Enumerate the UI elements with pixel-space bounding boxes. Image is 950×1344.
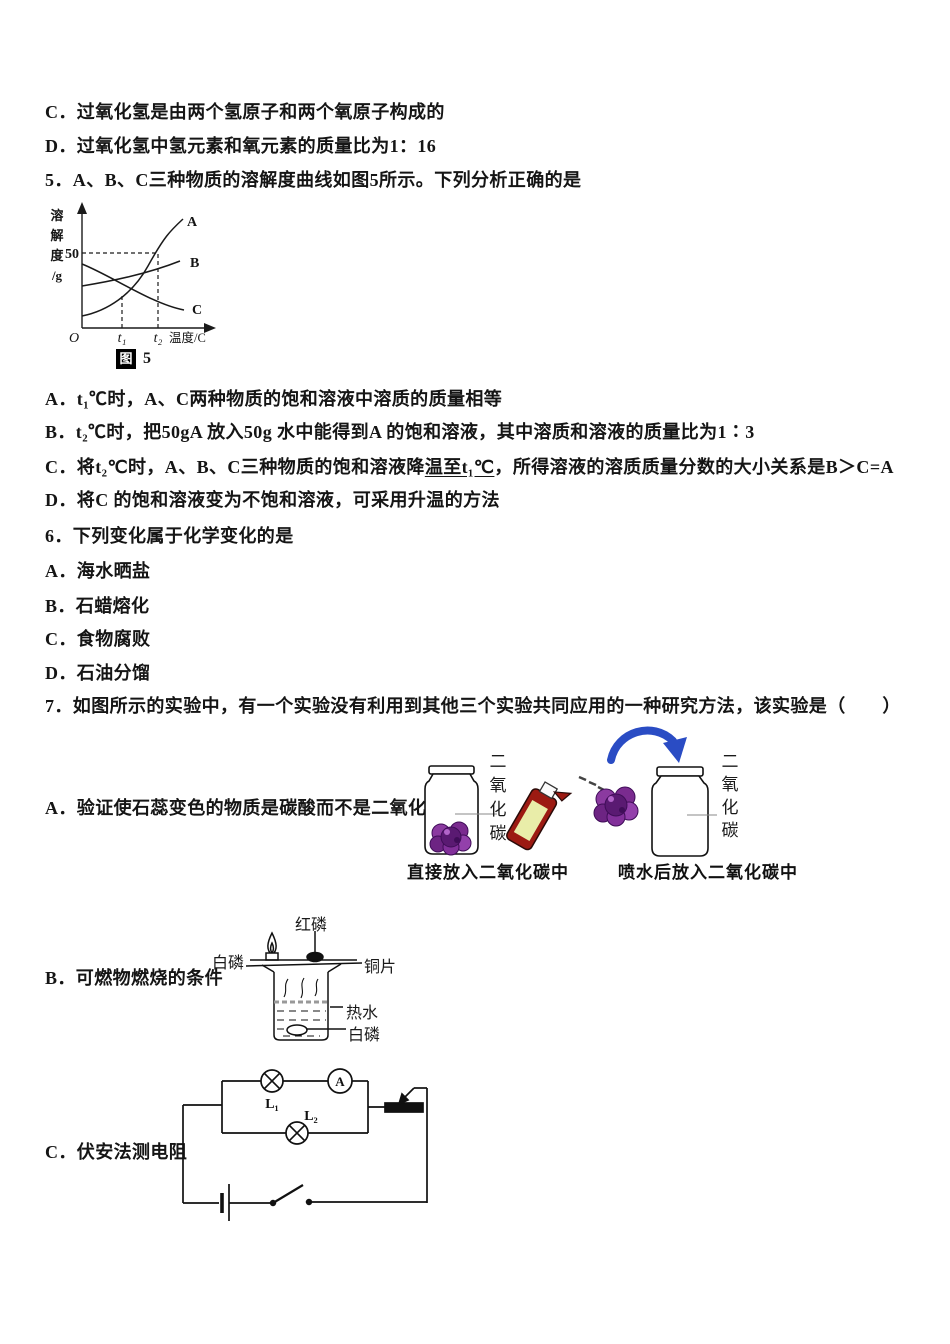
y-axis-label: 溶 解 度 /g xyxy=(50,208,64,283)
q6-stem: 6．下列变化属于化学变化的是 xyxy=(45,526,294,546)
q7-stem: 7．如图所示的实验中，有一个实验没有利用到其他三个实验共同应用的一种研究方法，该… xyxy=(45,696,901,716)
right-bottle-caption: 喷水后放入二氧化碳中 xyxy=(618,863,798,882)
origin-label: O xyxy=(69,331,79,346)
curve-b-label: B xyxy=(190,256,199,271)
flower-in-bottle xyxy=(429,821,472,856)
curve-c-label: C xyxy=(192,303,202,318)
curve-b xyxy=(81,260,181,287)
q6-option-d: D．石油分馏 xyxy=(45,663,151,683)
white-phosphorus-bottom-label: 白磷 xyxy=(348,1027,381,1044)
curve-a xyxy=(81,218,184,317)
rheostat-body xyxy=(384,1102,424,1113)
steam-squiggles xyxy=(283,977,319,999)
left-bottle-caption: 直接放入二氧化碳中 xyxy=(407,863,569,882)
right-bottle-label: 二氧化碳 xyxy=(721,752,739,840)
litmus-experiment-figure xyxy=(424,726,717,857)
rheostat-slider-arrow xyxy=(397,1092,410,1106)
q7-option-b-text: B．可燃物燃烧的条件 xyxy=(45,968,224,988)
q5-option-c-post: ，所得溶液的溶质质量分数的大小关系是B＞C=A xyxy=(494,457,894,477)
q6-option-a: A．海水晒盐 xyxy=(45,561,151,581)
flame-inner xyxy=(269,941,275,955)
q6-option-c: C．食物腐败 xyxy=(45,629,151,649)
white-phosphorus-top-lump xyxy=(265,952,279,961)
x-axis-arrow xyxy=(204,323,216,333)
q5-option-a: A．t₁℃时，A、C两种物质的饱和溶液中溶质的质量相等 xyxy=(45,389,503,409)
q5-option-c-underlined: 温至t₁℃ xyxy=(424,457,495,477)
q7-option-c-text: C．伏安法测电阻 xyxy=(45,1142,188,1162)
spray-mist xyxy=(578,775,605,792)
q5-option-d: D．将C 的饱和溶液变为不饱和溶液，可采用升温的方法 xyxy=(45,490,500,510)
y-axis-arrow xyxy=(77,202,87,214)
right-gas-bottle xyxy=(651,766,709,857)
x-axis-label: 温度/C xyxy=(169,330,206,345)
dashed-guides xyxy=(82,252,159,328)
beaker xyxy=(273,972,329,1041)
q4-option-d: D．过氧化氢中氢元素和氧元素的质量比为1：16 xyxy=(45,136,437,156)
q7-option-a-text: A．验证使石蕊变色的物质是碳酸而不是二氧化碳 xyxy=(45,798,445,818)
q6-option-b: B．石蜡熔化 xyxy=(45,596,150,616)
ammeter-label: A xyxy=(335,1074,345,1089)
lamp-l2-icon xyxy=(285,1121,309,1145)
copper-sheet-bottom xyxy=(245,962,363,967)
spray-bottle xyxy=(506,781,573,851)
switch-blade xyxy=(272,1184,304,1204)
q4-option-c: C．过氧化氢是由两个氢原子和两个氧原子构成的 xyxy=(45,102,445,122)
solubility-chart: A B C 50 O t₁ t₂ 温度/C xyxy=(65,202,216,346)
q5-option-c-pre: C．将t₂℃时，A、B、C三种物质的饱和溶液降 xyxy=(45,457,425,477)
chart-axes xyxy=(81,210,208,329)
curve-a-label: A xyxy=(187,215,198,230)
figure5-caption-box: 图 xyxy=(116,349,136,369)
lamp-l1-icon xyxy=(260,1069,284,1093)
funnel-right xyxy=(327,963,342,973)
q5-option-c: C．将t₂℃时，A、B、C三种物质的饱和溶液降温至t₁℃，所得溶液的溶质质量分数… xyxy=(45,456,894,478)
lamp-l2-label: L₂ xyxy=(304,1109,318,1124)
left-bottle-label: 二氧化碳 xyxy=(489,752,507,843)
blue-arrow xyxy=(607,726,687,764)
figure5-caption-number: 5 xyxy=(143,350,151,367)
sprayed-flower xyxy=(593,786,639,827)
funnel-left xyxy=(261,964,275,973)
hot-water-label: 热水 xyxy=(346,1005,379,1022)
x-tick-t2: t₂ xyxy=(154,331,163,346)
white-phosphorus-bottom-lump xyxy=(286,1024,308,1036)
q5-option-b: B．t₂℃时，把50gA 放入50g 水中能得到A 的饱和溶液，其中溶质和溶液的… xyxy=(45,422,755,442)
white-phosphorus-top-label: 白磷 xyxy=(212,955,245,972)
x-tick-t1: t₁ xyxy=(118,331,127,346)
q5-stem: 5．A、B、C三种物质的溶解度曲线如图5所示。下列分析正确的是 xyxy=(45,170,582,190)
lamp-l1-label: L₁ xyxy=(265,1097,279,1112)
curve-c xyxy=(81,263,185,311)
ammeter-icon xyxy=(327,1068,353,1094)
copper-sheet-label: 铜片 xyxy=(364,959,397,976)
y-tick-50: 50 xyxy=(65,247,79,262)
phosphorus-experiment-figure xyxy=(245,931,363,1041)
red-phosphorus-label: 红磷 xyxy=(295,917,328,934)
circuit-figure: A L₁ L₂ xyxy=(182,1068,428,1221)
